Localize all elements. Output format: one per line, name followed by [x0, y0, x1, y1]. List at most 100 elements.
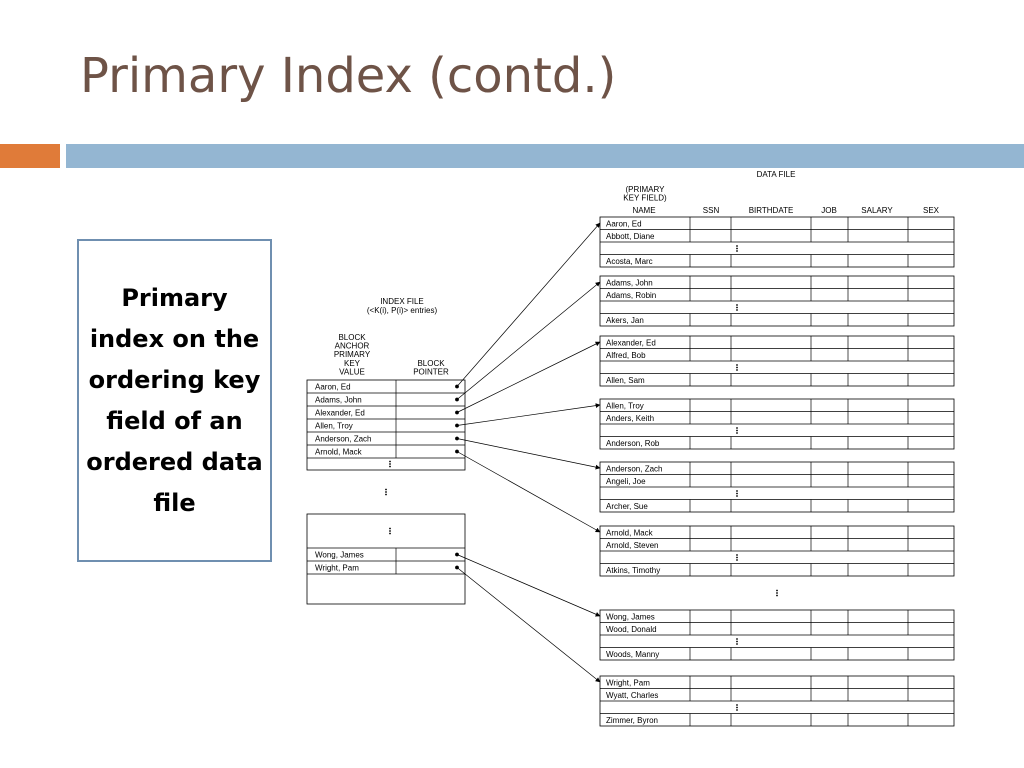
- index-file-title: INDEX FILE: [380, 297, 424, 306]
- data-record-name: Allen, Sam: [606, 376, 645, 385]
- data-block-ellipsis: [736, 492, 738, 495]
- data-record-name: Zimmer, Byron: [606, 716, 658, 725]
- index-file-subtitle: (<K(i), P(i)> entries): [367, 306, 438, 315]
- data-column-header: NAME: [632, 206, 655, 215]
- data-record-name: Anders, Keith: [606, 414, 654, 423]
- data-record-name: Arnold, Steven: [606, 541, 658, 550]
- data-column-header: SSN: [703, 206, 720, 215]
- data-block-ellipsis: [736, 369, 738, 371]
- index-pointer-header: BLOCK: [417, 359, 445, 368]
- data-record-name: Woods, Manny: [606, 650, 659, 659]
- index-key-header: BLOCK: [338, 333, 366, 342]
- data-block-ellipsis: [736, 309, 738, 311]
- data-block-ellipsis: [736, 432, 738, 434]
- primary-key-note: (PRIMARY: [626, 185, 666, 194]
- data-block-ellipsis: [736, 490, 738, 492]
- slide-title: Primary Index (contd.): [80, 48, 617, 104]
- block-pointer-arrow: [456, 554, 601, 617]
- index-gap-ellipsis: [385, 488, 387, 491]
- data-record-name: Allen, Troy: [606, 402, 644, 411]
- data-record-name: Wood, Donald: [606, 625, 657, 634]
- index-key-header: KEY: [344, 359, 361, 368]
- data-block-ellipsis: [736, 306, 738, 309]
- callout-box: Primary index on the ordering key field …: [77, 239, 272, 562]
- index-entry-key: Arnold, Mack: [315, 448, 363, 457]
- data-record-name: Adams, John: [606, 279, 653, 288]
- index-ellipsis: [389, 460, 391, 463]
- data-record-name: Alfred, Bob: [606, 351, 646, 360]
- data-block-ellipsis: [736, 429, 738, 432]
- index-block-bottom: [306, 513, 466, 605]
- primary-key-note: KEY FIELD): [623, 194, 667, 203]
- data-record-name: Abbott, Diane: [606, 232, 655, 241]
- data-block-ellipsis: [736, 364, 738, 366]
- data-gap-ellipsis: [776, 592, 778, 594]
- data-block-ellipsis: [736, 250, 738, 252]
- data-block-ellipsis: [736, 427, 738, 429]
- index-block-top: [306, 379, 466, 471]
- data-block-ellipsis: [736, 554, 738, 556]
- header-bar: [66, 144, 1024, 168]
- data-block-ellipsis: [736, 245, 738, 247]
- data-record-name: Arnold, Mack: [606, 529, 654, 538]
- block-pointer-arrow: [456, 438, 601, 470]
- index-entry-key: Adams, John: [315, 396, 362, 405]
- data-block-ellipsis: [736, 559, 738, 561]
- data-record-name: Anderson, Rob: [606, 439, 660, 448]
- data-block-ellipsis: [736, 495, 738, 497]
- data-record-name: Adams, Robin: [606, 291, 656, 300]
- accent-bar: [0, 144, 60, 168]
- block-pointer-arrow: [456, 451, 601, 533]
- index-entry-key: Aaron, Ed: [315, 383, 351, 392]
- data-block-ellipsis: [736, 638, 738, 640]
- index-gap-ellipsis: [385, 493, 387, 496]
- data-record-name: Anderson, Zach: [606, 465, 662, 474]
- index-key-header: ANCHOR: [335, 342, 370, 351]
- index-ellipsis: [389, 463, 391, 465]
- data-block-ellipsis: [736, 704, 738, 706]
- block-pointer-arrow: [456, 222, 601, 387]
- block-pointer-arrow: [456, 281, 601, 400]
- data-record-name: Wyatt, Charles: [606, 691, 658, 700]
- index-pointer-header: POINTER: [413, 368, 449, 377]
- data-record-name: Acosta, Marc: [606, 257, 653, 266]
- index-entry-key: Anderson, Zach: [315, 435, 371, 444]
- block-pointer-arrow: [456, 403, 601, 426]
- data-record-name: Wright, Pam: [606, 679, 650, 688]
- index-entry-key: Wong, James: [315, 551, 364, 560]
- data-block-ellipsis: [736, 643, 738, 645]
- index-gap-ellipsis: [385, 491, 387, 493]
- data-column-header: JOB: [821, 206, 837, 215]
- index-entry-key: Alexander, Ed: [315, 409, 365, 418]
- index-ellipsis: [389, 532, 391, 535]
- data-block-ellipsis: [736, 556, 738, 559]
- data-column-header: BIRTHDATE: [749, 206, 794, 215]
- data-column-header: SALARY: [861, 206, 893, 215]
- index-ellipsis: [389, 465, 391, 468]
- data-record-name: Archer, Sue: [606, 502, 648, 511]
- data-block-ellipsis: [736, 247, 738, 250]
- data-block-ellipsis: [736, 709, 738, 711]
- data-record-name: Wong, James: [606, 613, 655, 622]
- callout-text: Primary index on the ordering key field …: [86, 283, 263, 517]
- data-block-ellipsis: [736, 304, 738, 306]
- data-gap-ellipsis: [776, 594, 778, 597]
- data-record-name: Atkins, Timothy: [606, 566, 660, 575]
- index-entry-key: Wright, Pam: [315, 564, 359, 573]
- data-file-title: DATA FILE: [757, 170, 796, 179]
- data-column-header: SEX: [923, 206, 940, 215]
- index-key-header: VALUE: [339, 367, 365, 376]
- index-key-header: PRIMARY: [334, 350, 371, 359]
- block-pointer-arrow: [456, 341, 601, 413]
- data-record-name: Aaron, Ed: [606, 220, 642, 229]
- index-ellipsis: [389, 530, 391, 532]
- data-gap-ellipsis: [776, 589, 778, 592]
- data-record-name: Angeli, Joe: [606, 477, 646, 486]
- block-pointer-arrow: [456, 567, 601, 683]
- data-record-name: Alexander, Ed: [606, 339, 656, 348]
- data-record-name: Akers, Jan: [606, 316, 644, 325]
- index-entry-key: Allen, Troy: [315, 422, 353, 431]
- data-block-ellipsis: [736, 366, 738, 369]
- index-ellipsis: [389, 527, 391, 530]
